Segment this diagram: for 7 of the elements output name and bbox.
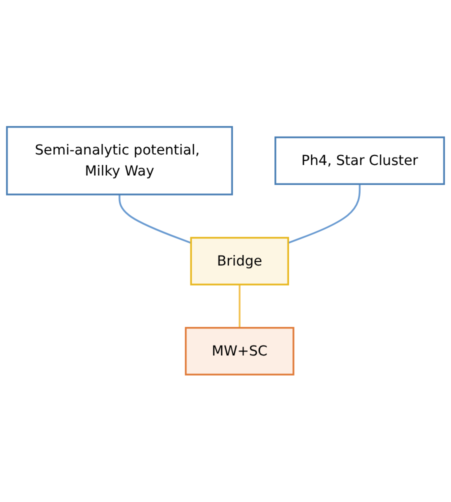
connector [288, 184, 361, 244]
node-box: Ph4, Star Cluster [274, 136, 445, 186]
connector [118, 194, 192, 244]
node-box: MW+SC [184, 327, 294, 376]
connector [238, 284, 240, 328]
node-box: Bridge [190, 237, 290, 286]
node-box: Semi-analytic potential, Milky Way [6, 126, 233, 196]
